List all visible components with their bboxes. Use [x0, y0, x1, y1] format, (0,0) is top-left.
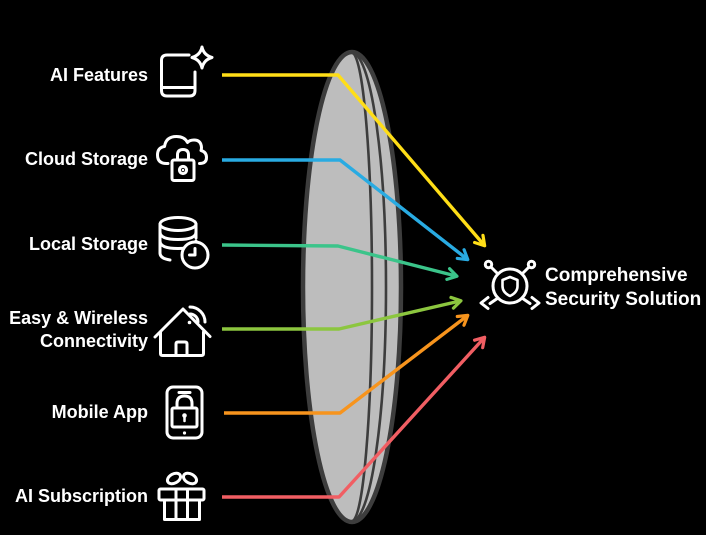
smartphone-lock-icon: [165, 385, 204, 440]
hub-link-bottom-left: [488, 296, 500, 305]
gift-box: [163, 498, 201, 521]
hub-circle: [491, 267, 529, 305]
wifi-arc-outer: [188, 305, 207, 324]
flow-line-mobile-app: [224, 313, 470, 415]
lock-shackle: [176, 148, 190, 162]
hub-link-bottom-right: [520, 296, 532, 305]
gift-bow-right: [181, 471, 199, 486]
item-label-connectivity: Easy & Wireless Connectivity: [9, 308, 148, 351]
wifi-arc-inner: [188, 312, 200, 324]
lock-keyhole-dot: [181, 168, 185, 172]
result-label: Comprehensive Security Solution: [545, 265, 702, 310]
house-roof: [153, 307, 212, 339]
database-top: [158, 216, 198, 232]
lens-inner-arc-2: [351, 51, 374, 523]
sparkle-shape: [190, 45, 214, 70]
hub-arrow-left: [479, 296, 490, 310]
hub-node-top-left: [483, 259, 494, 270]
phone-lock-shackle: [175, 394, 194, 410]
clock-hands: [188, 247, 197, 257]
gift-icon: [157, 471, 206, 521]
wifi-dot: [187, 320, 192, 325]
database-clock-icon: [158, 216, 210, 270]
item-label-ai-features: AI Features: [49, 65, 148, 85]
house-wifi-icon: [153, 305, 212, 357]
cloud-outline: [156, 135, 208, 165]
hub-link-top-left: [490, 266, 500, 276]
phone-lock-body: [170, 406, 199, 429]
book-sparkle-icon: [160, 45, 214, 98]
item-label-local-storage: Local Storage: [28, 234, 148, 254]
house-walls: [159, 330, 205, 357]
phone-outline: [165, 385, 204, 440]
hub-node-top-right: [526, 259, 537, 270]
flow-line-ai-features: [222, 73, 487, 248]
phone-home-dot: [182, 431, 187, 435]
database-left-side: [158, 222, 172, 262]
flow-line-cloud-storage: [222, 158, 470, 262]
lens-inner-arc-1: [351, 51, 388, 523]
gift-bow-left: [165, 471, 183, 486]
shield-shape: [501, 275, 519, 298]
lens-shape: [300, 49, 404, 525]
hub-arrow-right: [530, 296, 541, 310]
flow-line-local-storage: [221, 243, 459, 281]
item-label-cloud-storage: Cloud Storage: [24, 149, 148, 169]
gift-lid: [157, 487, 206, 502]
database-separator-1: [158, 230, 198, 241]
flow-line-ai-subscription: [222, 335, 487, 499]
cloud-lock-icon: [156, 135, 208, 182]
flow-line-connectivity: [222, 295, 463, 331]
house-door: [174, 340, 189, 357]
hub-shield-icon: [479, 259, 541, 310]
item-label-mobile-app: Mobile App: [51, 402, 148, 422]
item-label-ai-subscription: AI Subscription: [14, 486, 148, 506]
lock-keyhole: [177, 164, 189, 176]
book-outline: [160, 53, 197, 98]
hub-link-top-right: [520, 266, 530, 276]
